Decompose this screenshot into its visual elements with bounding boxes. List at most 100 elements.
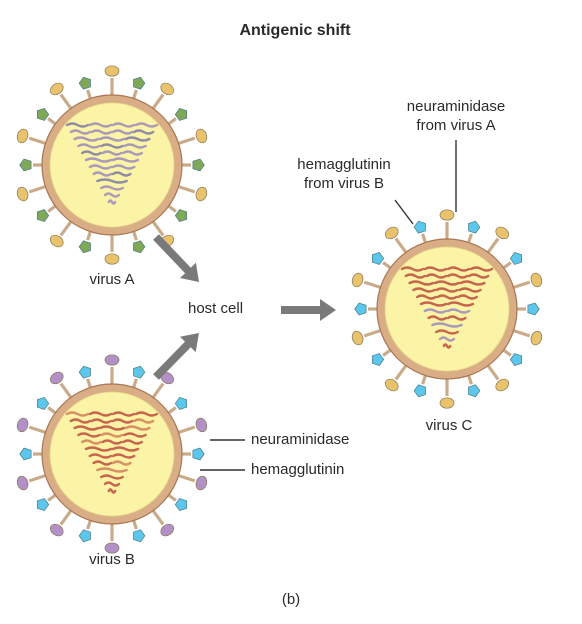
arrow-host-to-virus-c-icon [281,299,336,321]
rna-segment [84,157,113,163]
rna-segment [459,280,486,286]
neuraminidase-spike [384,226,409,255]
na-from-virus-a-line2: from virus A [416,117,496,134]
rna-segment [88,122,113,128]
virus-c-interior [384,246,510,372]
neuraminidase-spike [511,272,543,290]
rna-segment [100,432,124,438]
virus-b [16,354,208,554]
arrow-virus-b-to-host-icon [153,333,199,380]
virus-a-spikes [16,65,208,265]
rna-segment [123,432,147,438]
rna-segment [416,294,437,300]
rna-segment [111,122,136,128]
neuraminidase-spike [49,371,74,400]
rna-segment [73,136,100,142]
rna-segment [124,136,151,142]
neuraminidase-spike [150,82,175,111]
rna-segment [419,301,448,307]
rna-segment [69,418,92,424]
neuraminidase-spike [49,82,74,111]
arrow-virus-a-to-host-icon [153,234,199,282]
rna-segment [81,439,102,445]
panel-label: (b) [281,591,301,608]
rna-segment [99,425,125,431]
neuraminidase-spike [150,508,175,537]
rna-segment [457,294,478,300]
rna-segment [101,439,123,445]
rna-segment [434,280,460,286]
rna-segment [412,287,436,293]
rna-segment [100,143,124,149]
rna-segment [69,129,92,135]
hemagglutinin-spike [180,447,205,461]
rna-segment [107,488,117,494]
rna-segment [436,294,458,300]
virus-b-rna-segments [65,411,159,494]
rna-segment [132,129,155,135]
neuraminidase-spike [16,128,48,146]
neuraminidase-spike [439,209,455,241]
rna-segment [92,171,113,177]
rna-segment [435,329,459,335]
neuraminidase-spike [16,417,48,435]
virus-a-interior [49,102,175,228]
neuraminidase-spike [104,354,120,386]
rna-segment [438,336,456,342]
neuraminidase-spike [176,128,208,146]
virus-a [16,65,208,265]
rna-segment [96,178,128,184]
neuraminidase-spike [16,184,48,202]
virus-a-label: virus A [89,271,135,288]
rna-segment [123,143,147,149]
ha-from-virus-b-line1: hemagglutinin [297,156,391,173]
rna-segment [427,315,448,321]
rna-segment [81,150,102,156]
rna-segment [107,199,117,205]
virus-b-interior [49,391,175,517]
rna-segment [122,150,143,156]
rna-segment [65,411,90,417]
neuraminidase-spike [49,508,74,537]
neuraminidase-spike [384,363,409,392]
rna-segment [111,453,136,459]
hemagglutinin-spike [354,302,379,316]
rna-segment [111,460,132,466]
neuraminidase-spike [351,272,383,290]
rna-segment [92,460,113,466]
neuraminidase-spike [104,65,120,97]
neuraminidase-spike [351,328,383,346]
neuraminidase-spike [439,377,455,409]
rna-segment [435,287,459,293]
rna-segment [111,164,136,170]
rna-segment [100,474,124,480]
virus-c-label: virus C [425,417,473,434]
rna-segment [446,273,469,279]
rna-segment [88,411,113,417]
arrows [153,234,336,380]
rna-segment [111,129,134,135]
virus-a-rna-segments [65,122,159,205]
rna-segment [77,432,101,438]
rna-segment [77,143,101,149]
figure-title: Antigenic shift [239,22,351,39]
rna-segment [88,164,113,170]
virus-c-spikes [351,209,543,409]
neuraminidase-spike [176,184,208,202]
rna-segment [90,129,113,135]
hemagglutinin-spike [466,373,481,398]
rna-segment [446,266,471,272]
neuraminidase-label: neuraminidase [251,431,350,448]
rna-segment [404,273,427,279]
neuraminidase-spike [49,219,74,248]
leader-line-ha-from-b [394,199,414,225]
rna-segment [400,266,425,272]
neuraminidase-spike [176,473,208,491]
rna-segment [111,418,134,424]
rna-segment [431,322,463,328]
rna-segment [73,425,100,431]
rna-segment [134,411,159,417]
rna-segment [425,273,448,279]
